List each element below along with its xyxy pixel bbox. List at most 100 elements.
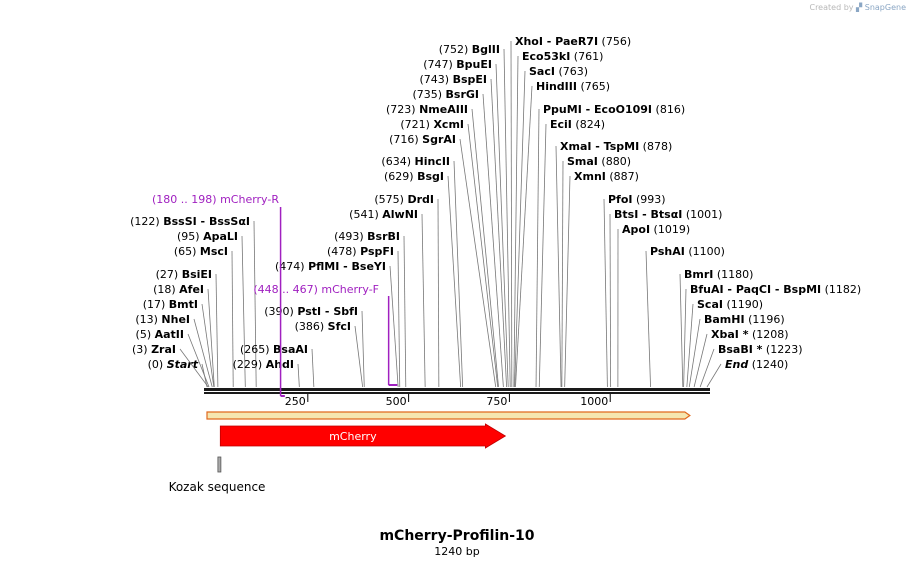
- site-label-pspfi: (478) PspFI: [327, 245, 394, 258]
- site-label-btsi: BtsI - BtsαI (1001): [614, 208, 722, 221]
- site-line-sfci: [354, 325, 364, 388]
- site-label-bsrgi: (735) BsrGI: [412, 88, 479, 101]
- site-line-bmri: [679, 273, 684, 388]
- site-label-xcmi: (721) XcmI: [400, 118, 464, 131]
- site-line-bsaai: [311, 348, 315, 388]
- feature-arrow-mcherry: [219, 423, 507, 449]
- site-line-pfoi: [603, 198, 608, 388]
- site-line-psti: [361, 310, 365, 388]
- site-line-bsssi: [253, 220, 257, 388]
- site-line-end: [706, 363, 722, 388]
- ruler-label-750: 750: [486, 395, 507, 408]
- site-label-msci: (65) MscI: [174, 245, 228, 258]
- site-label-eco53ki: Eco53kI (761): [522, 50, 603, 63]
- site-line-pflmi: [389, 265, 399, 388]
- site-line-xmai: [555, 145, 562, 388]
- site-label-bsaai: (265) BsaAI: [240, 343, 308, 356]
- site-label-bsssi: (122) BssSI - BssSαI: [130, 215, 250, 228]
- site-line-bpuei: [495, 63, 509, 388]
- site-line-bsgi: [447, 175, 462, 388]
- site-line-bspei: [490, 78, 507, 388]
- site-line-zrai: [179, 348, 209, 388]
- site-label-apali: (95) ApaLI: [177, 230, 238, 243]
- site-label-smai: SmaI (880): [567, 155, 631, 168]
- ruler-label-1000: 1000: [580, 395, 608, 408]
- site-label-saci: SacI (763): [529, 65, 588, 78]
- site-label-xbai: XbaI * (1208): [711, 328, 789, 341]
- site-label-alwni: (541) AlwNI: [349, 208, 418, 221]
- site-label-nhei: (13) NheI: [135, 313, 190, 326]
- site-line-hindiii: [515, 85, 533, 388]
- site-label-hincii: (634) HincII: [381, 155, 450, 168]
- site-label-scai: ScaI (1190): [697, 298, 763, 311]
- site-label-bmri: BmrI (1180): [684, 268, 753, 281]
- site-line-drdi: [437, 198, 440, 388]
- site-line-bsrgi: [482, 93, 504, 388]
- site-line-xhoi: [510, 40, 513, 388]
- site-line-bsabi: [699, 348, 715, 388]
- feature-label-mcherry: mCherry: [329, 430, 377, 443]
- site-label-bsiei: (27) BsiEI: [156, 268, 212, 281]
- site-label-nmeaiii: (723) NmeAIII: [386, 103, 468, 116]
- site-label-aatii: (5) AatII: [136, 328, 184, 341]
- site-label-afei: (18) AfeI: [153, 283, 204, 296]
- watermark-prefix: Created by: [809, 3, 854, 12]
- site-line-bsrbi: [403, 235, 407, 388]
- site-label-xhoi: XhoI - PaeR7I (756): [515, 35, 631, 48]
- site-label-bfuai: BfuAI - PaqCI - BspMI (1182): [690, 283, 861, 296]
- site-line-hincii: [453, 160, 464, 388]
- site-label-bsrbi: (493) BsrBI: [334, 230, 400, 243]
- map-length: 1240 bp: [434, 545, 480, 558]
- site-label-end: End (1240): [725, 358, 788, 371]
- site-label-pshai: PshAI (1100): [650, 245, 725, 258]
- site-line-apali: [241, 235, 246, 388]
- snapgene-logo-icon: ▞: [856, 3, 863, 12]
- site-label-zrai: (3) ZraI: [132, 343, 176, 356]
- site-label-start: (0) Start: [148, 358, 199, 371]
- site-line-saci: [514, 70, 526, 388]
- site-label-apoi: ApoI (1019): [622, 223, 690, 236]
- site-line-smai: [561, 160, 564, 388]
- site-label-xmni: XmnI (887): [574, 170, 639, 183]
- site-line-bsiei: [215, 273, 219, 388]
- site-label-bsgi: (629) BsgI: [384, 170, 444, 183]
- primer-label-mcherry-f: (448 .. 467) mCherry-F: [253, 283, 379, 296]
- site-label-bglii: (752) BglII: [439, 43, 500, 56]
- site-line-eco53ki: [513, 55, 519, 388]
- backbone-top-strand: [204, 388, 710, 391]
- site-line-bfuai: [683, 288, 687, 388]
- site-label-drdi: (575) DrdI: [374, 193, 434, 206]
- site-label-ecii: EciI (824): [550, 118, 605, 131]
- site-label-hindiii: HindIII (765): [536, 80, 610, 93]
- site-line-btsi: [609, 213, 612, 388]
- map-title: mCherry-Profilin-10: [379, 528, 535, 544]
- site-line-xcmi: [467, 123, 499, 388]
- site-line-pshai: [645, 250, 651, 388]
- site-line-bglii: [503, 48, 511, 388]
- snapgene-watermark: Created by ▞ SnapGene: [809, 3, 906, 12]
- feature-label-kozak-sequence: Kozak sequence: [169, 480, 266, 494]
- ruler-label-250: 250: [285, 395, 306, 408]
- site-line-nmeaiii: [471, 108, 499, 388]
- ruler-label-500: 500: [386, 395, 407, 408]
- site-label-xmai: XmaI - TspMI (878): [560, 140, 672, 153]
- site-line-xmni: [564, 175, 571, 388]
- site-line-scai: [686, 303, 694, 388]
- orf-bar: [206, 411, 691, 420]
- site-line-sgrai: [459, 138, 497, 388]
- site-line-aatii: [187, 333, 210, 388]
- site-line-ahdi: [297, 363, 300, 388]
- site-label-bpuei: (747) BpuEI: [423, 58, 492, 71]
- site-line-ppumi: [535, 108, 540, 388]
- site-label-pfoi: PfoI (993): [608, 193, 666, 206]
- site-label-bsabi: BsaBI * (1223): [718, 343, 803, 356]
- feature-box-kozak-sequence: [217, 456, 222, 473]
- site-line-alwni: [421, 213, 426, 388]
- site-label-sgrai: (716) SgrAI: [389, 133, 456, 146]
- site-line-pspfi: [397, 250, 401, 388]
- site-label-bspei: (743) BspEI: [420, 73, 488, 86]
- backbone-bottom-strand: [204, 392, 710, 394]
- site-label-ahdi: (229) AhdI: [233, 358, 294, 371]
